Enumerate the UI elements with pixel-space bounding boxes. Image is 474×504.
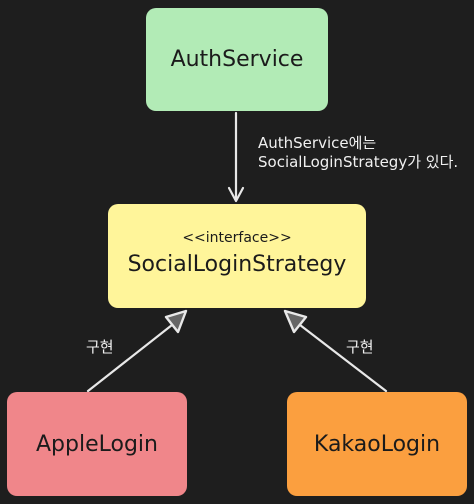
realization-line-apple	[86, 323, 174, 393]
apple-login-label: AppleLogin	[36, 431, 158, 457]
kakao-login-node: KakaoLogin	[287, 392, 467, 496]
social-login-strategy-label: SocialLoginStrategy	[127, 251, 347, 277]
kakao-login-label: KakaoLogin	[313, 431, 441, 457]
dependency-note-line1: AuthService에는	[258, 134, 377, 152]
interface-stereotype: <<interface>>	[182, 229, 292, 246]
social-login-strategy-node: <<interface>> SocialLoginStrategy	[108, 204, 366, 308]
realization-arrowhead-apple	[164, 309, 188, 334]
dependency-arrow-head	[227, 186, 245, 203]
realization-line-kakao	[298, 323, 388, 393]
apple-login-node: AppleLogin	[7, 392, 187, 496]
dependency-note: AuthService에는 SocialLoginStrategy가 있다.	[258, 134, 458, 172]
realization-arrowhead-kakao	[283, 309, 308, 334]
auth-service-node: AuthService	[146, 8, 328, 111]
implements-label-right: 구현	[346, 338, 374, 356]
auth-service-label: AuthService	[170, 47, 304, 72]
implements-label-left: 구현	[86, 338, 114, 356]
dependency-note-line2: SocialLoginStrategy가 있다.	[258, 153, 459, 171]
